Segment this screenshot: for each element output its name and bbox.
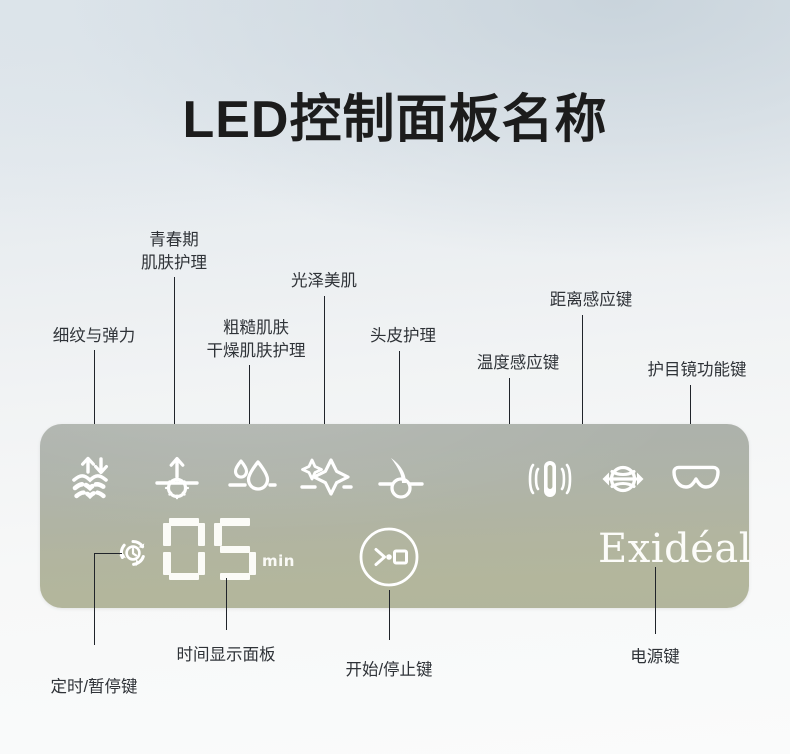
distance-sensor-icon	[602, 465, 644, 493]
callout-line: 头皮护理	[370, 327, 436, 345]
callout-line: 温度感应键	[476, 354, 560, 372]
button-scalp-care[interactable]	[374, 452, 428, 506]
callout-line: 距离感应键	[549, 291, 633, 309]
callout-label-rough-dry-care: 粗糙肌肤 干燥肌肤护理	[181, 317, 331, 364]
button-start-stop[interactable]	[358, 526, 420, 588]
callout-line: 粗糙肌肤	[223, 319, 289, 337]
button-temp-sensor[interactable]	[523, 452, 577, 506]
hair-follicle-icon	[378, 458, 424, 499]
time-display-panel: min	[163, 518, 295, 580]
button-goggles-func[interactable]	[669, 452, 723, 506]
pore-arrow-up-icon	[155, 457, 199, 500]
callout-label-scalp-care: 头皮护理	[340, 325, 466, 348]
digit-tens	[163, 518, 205, 580]
callout-label-start-stop: 开始/停止键	[322, 659, 456, 682]
button-distance-sensor[interactable]	[596, 452, 650, 506]
seven-segment-digits	[163, 518, 256, 580]
callout-label-time-display: 时间显示面板	[156, 644, 296, 667]
sparkle-icon	[300, 458, 353, 496]
callout-label-distance-sensor: 距离感应键	[527, 289, 655, 312]
callout-line: 护目镜功能键	[647, 361, 747, 379]
callout-label-power: 电源键	[605, 646, 705, 669]
callout-line: 电源键	[630, 648, 680, 666]
callout-line: 开始/停止键	[345, 661, 433, 679]
button-fine-lines[interactable]	[68, 452, 122, 506]
callout-label-timer-pause: 定时/暂停键	[24, 676, 164, 699]
button-rough-dry-care[interactable]	[225, 452, 279, 506]
callout-line: 时间显示面板	[176, 646, 276, 664]
callout-line: 青春期	[149, 231, 199, 249]
led-control-panel	[40, 424, 749, 608]
goggles-icon	[672, 465, 720, 489]
callout-label-goggles-func: 护目镜功能键	[624, 359, 770, 382]
button-puberty-care[interactable]	[150, 452, 204, 506]
callout-line: 肌肤护理	[141, 254, 207, 273]
callout-label-puberty-care: 青春期 肌肤护理	[104, 229, 244, 276]
timer-refresh-icon	[119, 540, 145, 567]
time-unit-label: min	[262, 552, 295, 570]
button-timer-pause[interactable]	[118, 538, 148, 568]
button-glow-skin[interactable]	[299, 452, 353, 506]
callout-line: 干燥肌肤护理	[206, 342, 306, 361]
callout-label-glow-skin: 光泽美肌	[261, 270, 387, 293]
digit-ones	[214, 518, 256, 580]
callout-label-temp-sensor: 温度感应键	[454, 352, 582, 375]
callout-line: 光泽美肌	[291, 272, 357, 290]
start-stop-icon	[359, 527, 419, 587]
page-title: LED控制面板名称	[182, 91, 608, 149]
callout-line: 定时/暂停键	[50, 678, 138, 696]
brand-logo: Exidéal	[598, 526, 752, 572]
callout-label-fine-lines: 细纹与弹力	[24, 325, 164, 348]
skin-layers-arrows-icon	[72, 456, 108, 500]
water-drops-icon	[228, 459, 277, 491]
thermometer-waves-icon	[528, 461, 572, 497]
callout-line: 细纹与弹力	[52, 327, 136, 345]
